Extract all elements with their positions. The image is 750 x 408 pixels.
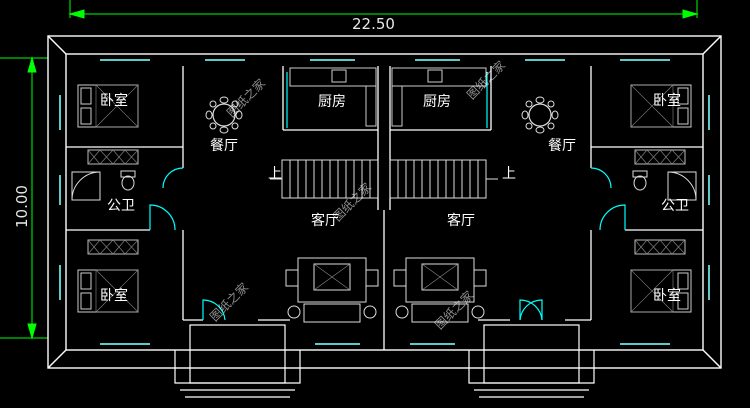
watermark: 图纸之家 — [330, 180, 375, 225]
kitchen-counters — [289, 67, 487, 127]
room-label-bathroom-left: 公卫 — [107, 198, 135, 214]
room-label-bedroom-nw: 卧室 — [100, 92, 128, 109]
depth-dimension: 10.00 — [13, 185, 31, 228]
room-label-kitchen-right: 厨房 — [423, 94, 451, 110]
width-dimension: 22.50 — [352, 15, 395, 33]
closet-icon — [87, 149, 686, 255]
room-label-dining-left: 餐厅 — [210, 138, 238, 154]
toilet-icon — [120, 170, 648, 191]
room-label-living-right: 客厅 — [447, 212, 475, 229]
room-label-bathroom-right: 公卫 — [661, 198, 689, 214]
staircase-icon — [270, 159, 498, 199]
interior-walls — [66, 66, 703, 350]
room-label-bedroom-se: 卧室 — [653, 287, 681, 304]
watermark: 图纸之家 — [432, 288, 477, 333]
room-label-bedroom-ne: 卧室 — [653, 92, 681, 109]
dimension-lines — [0, 0, 699, 340]
entrance-steps — [174, 324, 595, 398]
dining-table-icon — [205, 96, 559, 134]
room-label-bedroom-sw: 卧室 — [100, 287, 128, 304]
watermark: 图纸之家 — [224, 76, 269, 121]
room-label-dining-right: 餐厅 — [548, 138, 576, 154]
stair-up-label-left: 上 — [268, 166, 282, 182]
windows — [59, 59, 710, 345]
room-label-living-left: 客厅 — [311, 212, 339, 229]
doors — [149, 72, 626, 321]
watermark: 图纸之家 — [464, 58, 509, 103]
shower-icon — [71, 171, 697, 201]
stair-up-label-right: 上 — [502, 166, 516, 182]
room-label-kitchen-left: 厨房 — [318, 94, 346, 110]
